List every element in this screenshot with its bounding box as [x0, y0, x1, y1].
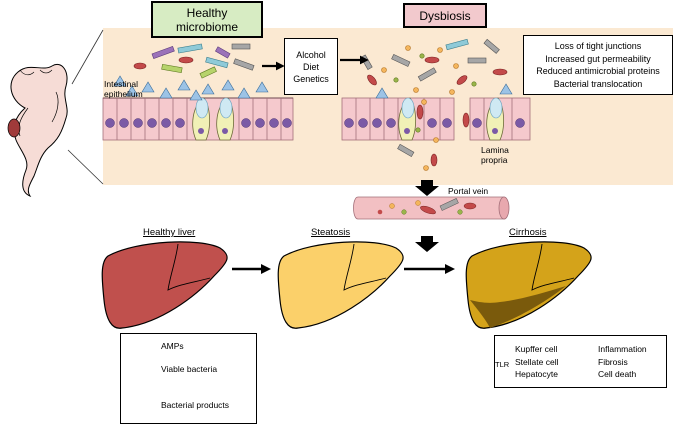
epithelium-label-line2: epithelium — [104, 89, 143, 99]
portal-vein — [353, 196, 510, 220]
epithelium-label-line1: Intestinal — [104, 79, 139, 89]
cell-stellate: Stellate cell — [515, 356, 559, 367]
amp-triangle-dysbiosis-2 — [499, 83, 513, 95]
cell-kupffer: Kupffer cell — [515, 344, 558, 354]
amp-triangles-healthy — [113, 75, 269, 101]
block-arrow-to-portal — [415, 180, 439, 196]
cell-hepatocyte: Hepatocyte — [515, 369, 558, 379]
outcome-inflammation: Inflammation — [598, 344, 647, 354]
amp-triangle-dysbiosis — [375, 87, 389, 99]
effects-box: Loss of tight junctions Increased gut pe… — [523, 35, 673, 95]
cell-types: Kupffer cell Stellate cell Hepatocyte — [515, 343, 558, 381]
lamina-label-line2: propria — [481, 155, 508, 165]
outcome-cell-death: Cell death — [598, 369, 637, 379]
dysbiosis-tag: Dysbiosis — [403, 3, 487, 28]
zoom-line-bottom — [67, 149, 104, 185]
cirrhosis-label: Cirrhosis — [509, 227, 547, 238]
portal-vein-label: Portal vein — [448, 186, 489, 196]
zoom-line-top — [71, 29, 104, 85]
steatosis-label: Steatosis — [311, 227, 351, 238]
legend-amps-label: AMPs — [161, 341, 184, 351]
effect-translocation: Bacterial translocation — [553, 78, 643, 89]
tlr-label: TLR — [495, 360, 510, 369]
cell-response-box: Kupffer cell Stellate cell Hepatocyte TL… — [494, 335, 667, 388]
dysbiosis-epithelium — [341, 97, 531, 141]
lamina-label-line1: Lamina — [481, 145, 509, 155]
viable-bacteria-healthy — [133, 43, 255, 79]
healthy-tag-line1: Healthy — [186, 5, 228, 20]
legend-bacteria-label: Viable bacteria — [161, 364, 218, 374]
healthy-microbiome-tag: Healthy microbiome — [151, 1, 263, 38]
epithelium-label: Intestinal epithelium — [104, 79, 143, 99]
outcome-fibrosis: Fibrosis — [598, 356, 628, 367]
lamina-propria-label: Lamina propria — [481, 145, 509, 165]
healthy-epithelium — [102, 97, 294, 141]
effect-tight-junctions: Loss of tight junctions — [554, 41, 642, 51]
dysbiosis-tag-label: Dysbiosis — [419, 8, 471, 23]
liver-cirrhosis — [465, 241, 592, 329]
liver-steatosis — [277, 241, 404, 329]
colon-illustration — [7, 64, 68, 198]
healthy-liver-label: Healthy liver — [143, 227, 196, 238]
factor-genetics: Genetics — [293, 73, 329, 84]
legend-products-label: Bacterial products — [161, 400, 230, 410]
factors-box: Alcohol Diet Genetics — [284, 38, 338, 95]
legend-box: AMPs Viable bacteria Bacterial products — [120, 333, 257, 424]
block-arrow-to-liver — [415, 236, 439, 252]
effect-antimicrobial: Reduced antimicrobial proteins — [536, 66, 660, 76]
effect-gut-permeability: Increased gut permeability — [545, 53, 651, 64]
viable-bacteria-dysbiosis — [360, 38, 508, 171]
liver-healthy — [101, 241, 228, 329]
factor-diet: Diet — [302, 61, 319, 72]
factor-alcohol: Alcohol — [296, 49, 326, 60]
healthy-tag-line2: microbiome — [175, 19, 238, 34]
outcomes: Inflammation Fibrosis Cell death — [598, 343, 647, 381]
